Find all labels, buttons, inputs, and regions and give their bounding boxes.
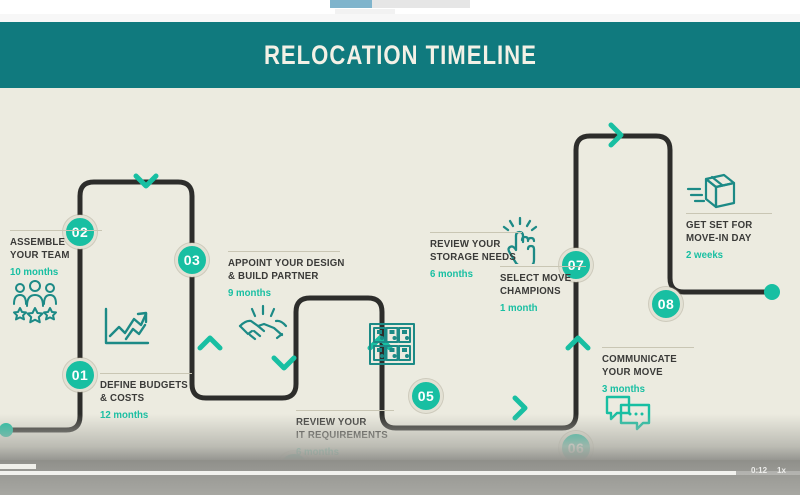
step-label-07: SELECT MOVE CHAMPIONS 1 month xyxy=(500,266,610,314)
step-title-line1: SELECT MOVE xyxy=(500,272,572,284)
node-number: 05 xyxy=(417,388,435,404)
top-placeholder-strip xyxy=(335,9,395,14)
timeline-path-graphic xyxy=(0,122,780,437)
video-progress-scrubber[interactable] xyxy=(0,471,800,475)
step-title-line1: DEFINE BUDGETS xyxy=(100,379,188,391)
timeline-canvas: 01 02 03 04 05 06 07 08 DEFINE BUDGETS &… xyxy=(0,88,800,460)
step-label-03: APPOINT YOUR DESIGN & BUILD PARTNER 9 mo… xyxy=(228,251,368,299)
video-progress-played xyxy=(0,471,736,475)
node-number: 02 xyxy=(71,224,89,240)
flying-box-icon xyxy=(686,173,738,218)
step-label-06: COMMUNICATE YOUR MOVE 3 months xyxy=(602,347,722,395)
team-stars-icon xyxy=(10,280,60,329)
playback-speed-button[interactable]: 1x xyxy=(777,466,786,475)
node-number: 08 xyxy=(657,296,675,312)
title-bar: RELOCATION TIMELINE xyxy=(0,22,800,88)
label-rule xyxy=(10,230,102,231)
step-title-line2: MOVE-IN DAY xyxy=(686,231,752,244)
step-duration: 9 months xyxy=(228,287,271,299)
label-rule xyxy=(602,347,694,348)
path-end-dot xyxy=(764,284,780,300)
step-title-line1: GET SET FOR xyxy=(686,219,753,231)
step-label-08: GET SET FOR MOVE-IN DAY 2 weeks xyxy=(686,213,798,261)
label-rule xyxy=(500,266,586,267)
timeline-node-03[interactable]: 03 xyxy=(175,243,209,277)
bottom-fade-overlay xyxy=(0,414,800,460)
node-number: 03 xyxy=(183,252,201,268)
page-loading-bar-fill xyxy=(330,0,372,8)
step-title-line1: COMMUNICATE xyxy=(602,353,677,365)
step-duration: 2 weeks xyxy=(686,249,724,261)
player-left-marker xyxy=(0,464,36,469)
label-rule xyxy=(228,251,340,252)
page-loading-bar xyxy=(330,0,470,8)
step-duration: 6 months xyxy=(430,268,473,280)
step-duration: 10 months xyxy=(10,266,59,278)
step-label-05: REVIEW YOUR STORAGE NEEDS 6 months xyxy=(430,232,552,280)
step-label-01: DEFINE BUDGETS & COSTS 12 months xyxy=(100,373,220,421)
step-title-line2: STORAGE NEEDS xyxy=(430,250,516,263)
step-title-line2: & BUILD PARTNER xyxy=(228,269,319,282)
handshake-icon xyxy=(236,304,290,351)
video-control-bar[interactable]: 0:12 1x xyxy=(0,460,800,495)
lockers-icon xyxy=(367,321,417,372)
time-remaining-label: 0:12 xyxy=(751,466,768,475)
timeline-node-02[interactable]: 02 xyxy=(63,215,97,249)
label-rule xyxy=(100,373,192,374)
label-rule xyxy=(296,410,394,411)
timeline-node-08[interactable]: 08 xyxy=(649,287,683,321)
growth-chart-icon xyxy=(100,305,152,356)
step-duration: 3 months xyxy=(602,383,645,395)
step-title-line2: CHAMPIONS xyxy=(500,284,561,297)
page-title: RELOCATION TIMELINE xyxy=(263,39,537,70)
label-rule xyxy=(686,213,772,214)
step-title-line1: REVIEW YOUR xyxy=(430,238,501,250)
timeline-node-07[interactable]: 07 xyxy=(559,248,593,282)
timeline-node-05[interactable]: 05 xyxy=(409,379,443,413)
step-label-02: ASSEMBLE YOUR TEAM 10 months xyxy=(10,230,130,278)
node-number: 01 xyxy=(71,367,89,383)
step-title-line2: YOUR TEAM xyxy=(10,248,70,261)
step-title-line2: & COSTS xyxy=(100,391,145,404)
node-number: 07 xyxy=(567,257,585,273)
step-title-line1: ASSEMBLE xyxy=(10,236,66,248)
step-title-line2: YOUR MOVE xyxy=(602,365,663,378)
label-rule xyxy=(430,232,522,233)
top-white-strip-lower xyxy=(0,14,800,22)
pointing-hand-icon xyxy=(500,216,544,269)
timeline-node-01[interactable]: 01 xyxy=(63,358,97,392)
step-title-line1: APPOINT YOUR DESIGN xyxy=(228,257,345,269)
step-duration: 1 month xyxy=(500,302,538,314)
